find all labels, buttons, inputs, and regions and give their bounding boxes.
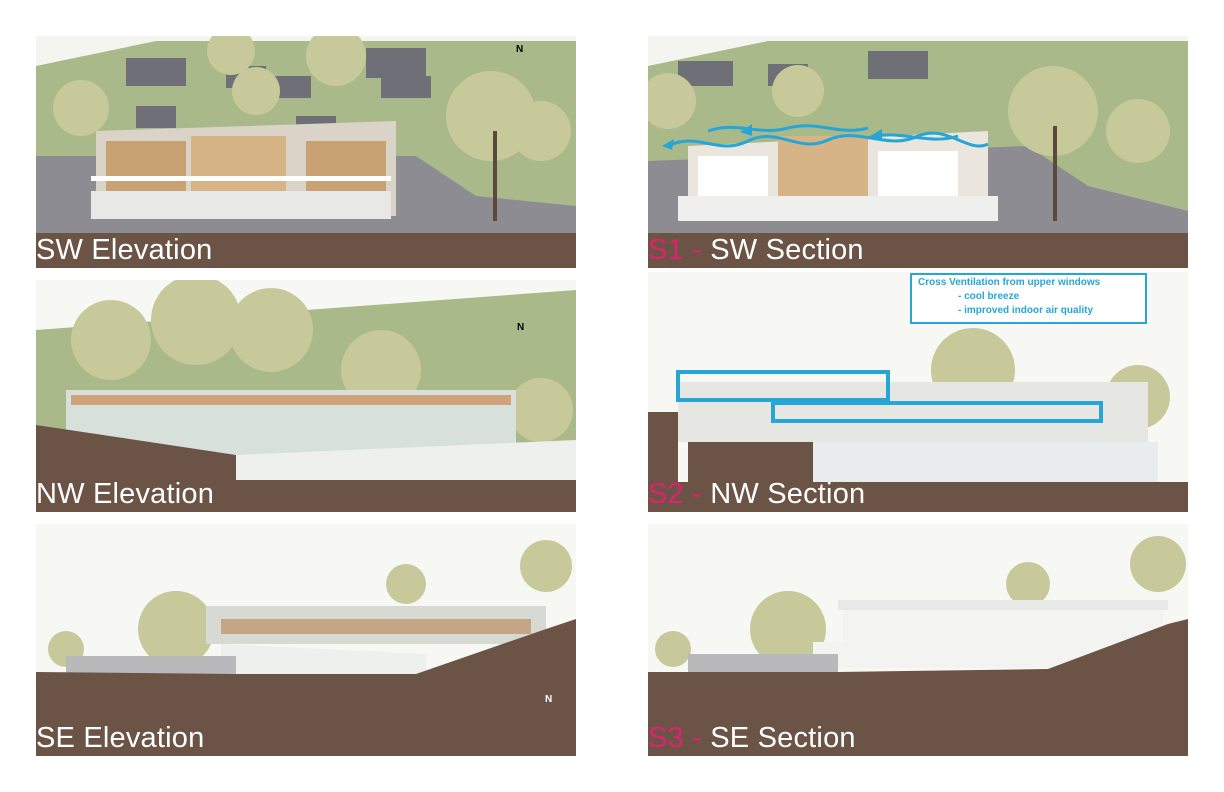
label-text: SW Section bbox=[710, 234, 864, 266]
nw-elevation-drawing bbox=[36, 280, 576, 512]
annotation-item: - improved indoor air quality bbox=[958, 305, 1094, 316]
compass-se-elevation: N bbox=[510, 694, 558, 744]
label-dash: - bbox=[683, 234, 711, 266]
panel-label-sw-section: S1 - SW Section bbox=[648, 234, 864, 266]
annotation-title: Cross Ventilation from upper windows bbox=[918, 277, 1101, 288]
panel-label-se-section: S3 - SE Section bbox=[648, 722, 856, 754]
label-text: SW Elevation bbox=[36, 234, 213, 266]
panel-sw-elevation: N SW Elevation bbox=[36, 36, 576, 268]
sw-section-drawing bbox=[648, 36, 1188, 268]
annotation-item: - cool breeze bbox=[958, 291, 1020, 302]
panel-nw-section: Cross Ventilation from upper windows - c… bbox=[648, 272, 1188, 512]
compass-icon bbox=[514, 40, 576, 84]
panel-sw-section: S1 - SW Section bbox=[648, 36, 1188, 268]
ventilation-annotation: Cross Ventilation from upper windows - c… bbox=[910, 273, 1147, 324]
panel-label-nw-section: S2 - NW Section bbox=[648, 478, 865, 510]
label-dash: - bbox=[683, 722, 711, 754]
compass-icon bbox=[516, 292, 576, 336]
compass-north-letter: N bbox=[516, 44, 524, 55]
panel-label-nw-elevation: NW Elevation bbox=[36, 478, 214, 510]
section-number: S2 bbox=[648, 478, 684, 510]
panel-se-elevation: N SE Elevation bbox=[36, 524, 576, 756]
se-elevation-drawing bbox=[36, 524, 576, 756]
section-number: S1 bbox=[648, 234, 684, 266]
sw-elevation-drawing bbox=[36, 36, 576, 268]
label-text: SE Section bbox=[710, 722, 856, 754]
panel-nw-elevation: N NW Elevation bbox=[36, 280, 576, 512]
label-dash: - bbox=[683, 478, 711, 510]
se-section-drawing bbox=[648, 524, 1188, 756]
compass-nw-elevation: N bbox=[516, 292, 564, 336]
panel-label-sw-elevation: SW Elevation bbox=[36, 234, 212, 266]
compass-icon bbox=[510, 694, 576, 744]
label-text: NW Section bbox=[710, 478, 866, 510]
nw-section-drawing bbox=[648, 272, 1188, 512]
panel-label-se-elevation: SE Elevation bbox=[36, 722, 204, 754]
compass-north-letter: N bbox=[545, 694, 553, 705]
label-text: NW Elevation bbox=[36, 478, 215, 510]
compass-north-letter: N bbox=[517, 322, 525, 333]
label-text: SE Elevation bbox=[36, 722, 205, 754]
compass-sw-elevation: N bbox=[514, 40, 562, 84]
section-number: S3 bbox=[648, 722, 684, 754]
panel-se-section: S3 - SE Section bbox=[648, 524, 1188, 756]
